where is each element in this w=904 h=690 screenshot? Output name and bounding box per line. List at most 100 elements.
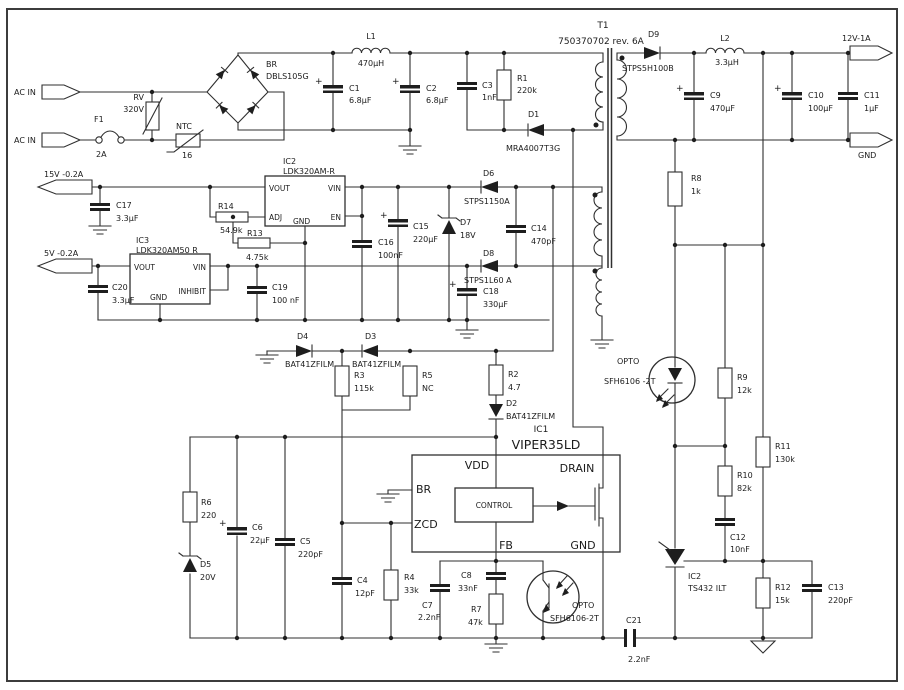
f1-value-label: 2A [96, 150, 107, 159]
t1-phase-dot-primary [593, 122, 599, 128]
opto1-value-label: SFH6106-2T [550, 614, 599, 623]
r3-value-label: 115k [354, 384, 374, 393]
br-value-label: DBLS105G [266, 72, 309, 81]
r2-ref-label: R2 [508, 370, 519, 379]
ntc-value-label: 16 [182, 151, 192, 160]
c11-value-label: 1µF [864, 104, 879, 113]
r9-value-label: 12k [737, 386, 752, 395]
ic2a-pin-adj: ADJ [269, 213, 282, 222]
c6-plus-icon: + [219, 519, 227, 529]
c12-value-label: 10nF [730, 545, 750, 554]
d5-value-label: 20V [200, 573, 216, 582]
thermistor-ntc: NTC 16 [166, 122, 204, 160]
ic2b-ref-label: IC2 [688, 572, 701, 581]
r1-ref-label: R1 [517, 74, 528, 83]
junction-dots [95, 50, 851, 641]
r6-value-label: 220 [201, 511, 216, 520]
d2-ref-label: D2 [506, 399, 517, 408]
output-5v-label: 5V -0.2A [44, 249, 79, 258]
c2-value-label: 6.8µF [426, 96, 449, 105]
r13-value-label: 4.75k [246, 253, 269, 262]
ic1-pin-vdd: VDD [465, 459, 489, 472]
c3-ref-label: C3 [482, 81, 493, 90]
t1-ref-label: T1 [596, 21, 608, 31]
resistor-r9: R9 12k [717, 367, 752, 399]
d3-ref-label: D3 [365, 332, 376, 341]
f1-ref-label: F1 [94, 115, 104, 124]
c15-plus-icon: + [380, 211, 388, 221]
ic1-control-label: CONTROL [476, 501, 513, 510]
c16-value-label: 100nF [378, 251, 403, 260]
c2-ref-label: C2 [426, 84, 437, 93]
r7-ref-label: R7 [471, 605, 482, 614]
d2-value-label: BAT41ZFILM [506, 412, 555, 421]
ic1-pin-br: BR [416, 483, 432, 496]
r4-value-label: 33k [404, 586, 419, 595]
optocoupler-primary: OPTO SFH6106-2T [526, 570, 599, 624]
regulator-ic2-ldk320: IC2 LDK320AM-R VOUT ADJ GND VIN EN [264, 157, 346, 227]
resistor-r13: R13 4.75k [237, 229, 271, 262]
c8-ref-label: C8 [461, 571, 472, 580]
ic2a-ref-label: IC2 [283, 157, 296, 166]
c11-ref-label: C11 [864, 91, 880, 100]
diode-d2: D2 BAT41ZFILM [488, 399, 555, 421]
c9-value-label: 470µF [710, 104, 735, 113]
r14-ref-label: R14 [218, 202, 234, 211]
c20-value-label: 3.3µF [112, 296, 135, 305]
d4-ref-label: D4 [297, 332, 308, 341]
ground-symbols [88, 145, 777, 654]
controller-ic1-viper: IC1 VIPER35LD VDD DRAIN BR ZCD FB GND CO… [411, 425, 621, 553]
t1-value-label: 750370702 rev. 6A [558, 37, 645, 47]
ic1-pin-gnd: GND [570, 539, 595, 552]
output-15v-label: 15V -0.2A [44, 170, 84, 179]
c15-ref-label: C15 [413, 222, 429, 231]
shunt-regulator-ts432: IC2 TS432 ILT [658, 541, 726, 593]
diode-d1: D1 MRA4007T3G [506, 110, 560, 153]
resistor-r2: R2 4.7 [488, 364, 521, 396]
ic3-pin-vout: VOUT [134, 263, 155, 272]
capacitor-c21: C21 2.2nF [624, 616, 651, 664]
l2-ref-label: L2 [720, 34, 730, 43]
d6-value-label: STPS1150A [464, 197, 510, 206]
regulator-ic3-ldk320: IC3 LDK320AM50 R VOUT VIN GND INHIBIT [129, 236, 211, 305]
c17-value-label: 3.3µF [116, 214, 139, 223]
capacitor-c8: C8 33nF [458, 571, 506, 593]
r10-ref-label: R10 [737, 471, 753, 480]
capacitor-c6: + C6 22µF [219, 519, 270, 545]
l1-ref-label: L1 [366, 32, 376, 41]
d6-ref-label: D6 [483, 169, 494, 178]
capacitor-c5: C5 220pF [275, 537, 323, 559]
ic1-ref-label: IC1 [534, 425, 549, 435]
r4-ref-label: R4 [404, 573, 415, 582]
c9-ref-label: C9 [710, 91, 721, 100]
c18-plus-icon: + [449, 280, 457, 290]
c5-ref-label: C5 [300, 537, 311, 546]
c6-value-label: 22µF [250, 536, 270, 545]
d8-ref-label: D8 [483, 249, 494, 258]
inductor-l1: L1 470µH [351, 32, 391, 68]
resistor-r11: R11 130k [755, 436, 795, 468]
diode-d6: D6 STPS1150A [464, 169, 510, 206]
ic3-ref-label: IC3 [136, 236, 149, 245]
output-flag-gnd: GND [849, 132, 894, 160]
ntc-ref-label: NTC [176, 122, 192, 131]
output-flag-5v: 5V -0.2A [36, 249, 93, 274]
d8-value-label: STPS1L60 A [464, 276, 512, 285]
c14-value-label: 470pF [531, 237, 556, 246]
diode-d9: D9 STPS5H100B [622, 30, 674, 73]
output-flag-12v: 12V-1A [842, 34, 894, 61]
c15-value-label: 220µF [413, 235, 438, 244]
ac-input-flag-1: AC IN [14, 84, 82, 100]
capacitor-c1: + C1 6.8µF [315, 77, 372, 105]
capacitor-c9: + C9 470µF [676, 84, 735, 113]
resistor-r3: R3 115k [334, 365, 374, 397]
d7-ref-label: D7 [460, 218, 471, 227]
c1-value-label: 6.8µF [349, 96, 372, 105]
ic3-pin-gnd: GND [150, 293, 167, 302]
capacitor-c16: C16 100nF [352, 238, 403, 260]
optocoupler-secondary: OPTO SFH6106 -2T [604, 356, 696, 408]
inductor-l2: L2 3.3µH [705, 34, 745, 67]
d3-value-label: BAT41ZFILM [352, 360, 401, 369]
r7-value-label: 47k [468, 618, 483, 627]
rv-value-label: 320V [123, 105, 144, 114]
